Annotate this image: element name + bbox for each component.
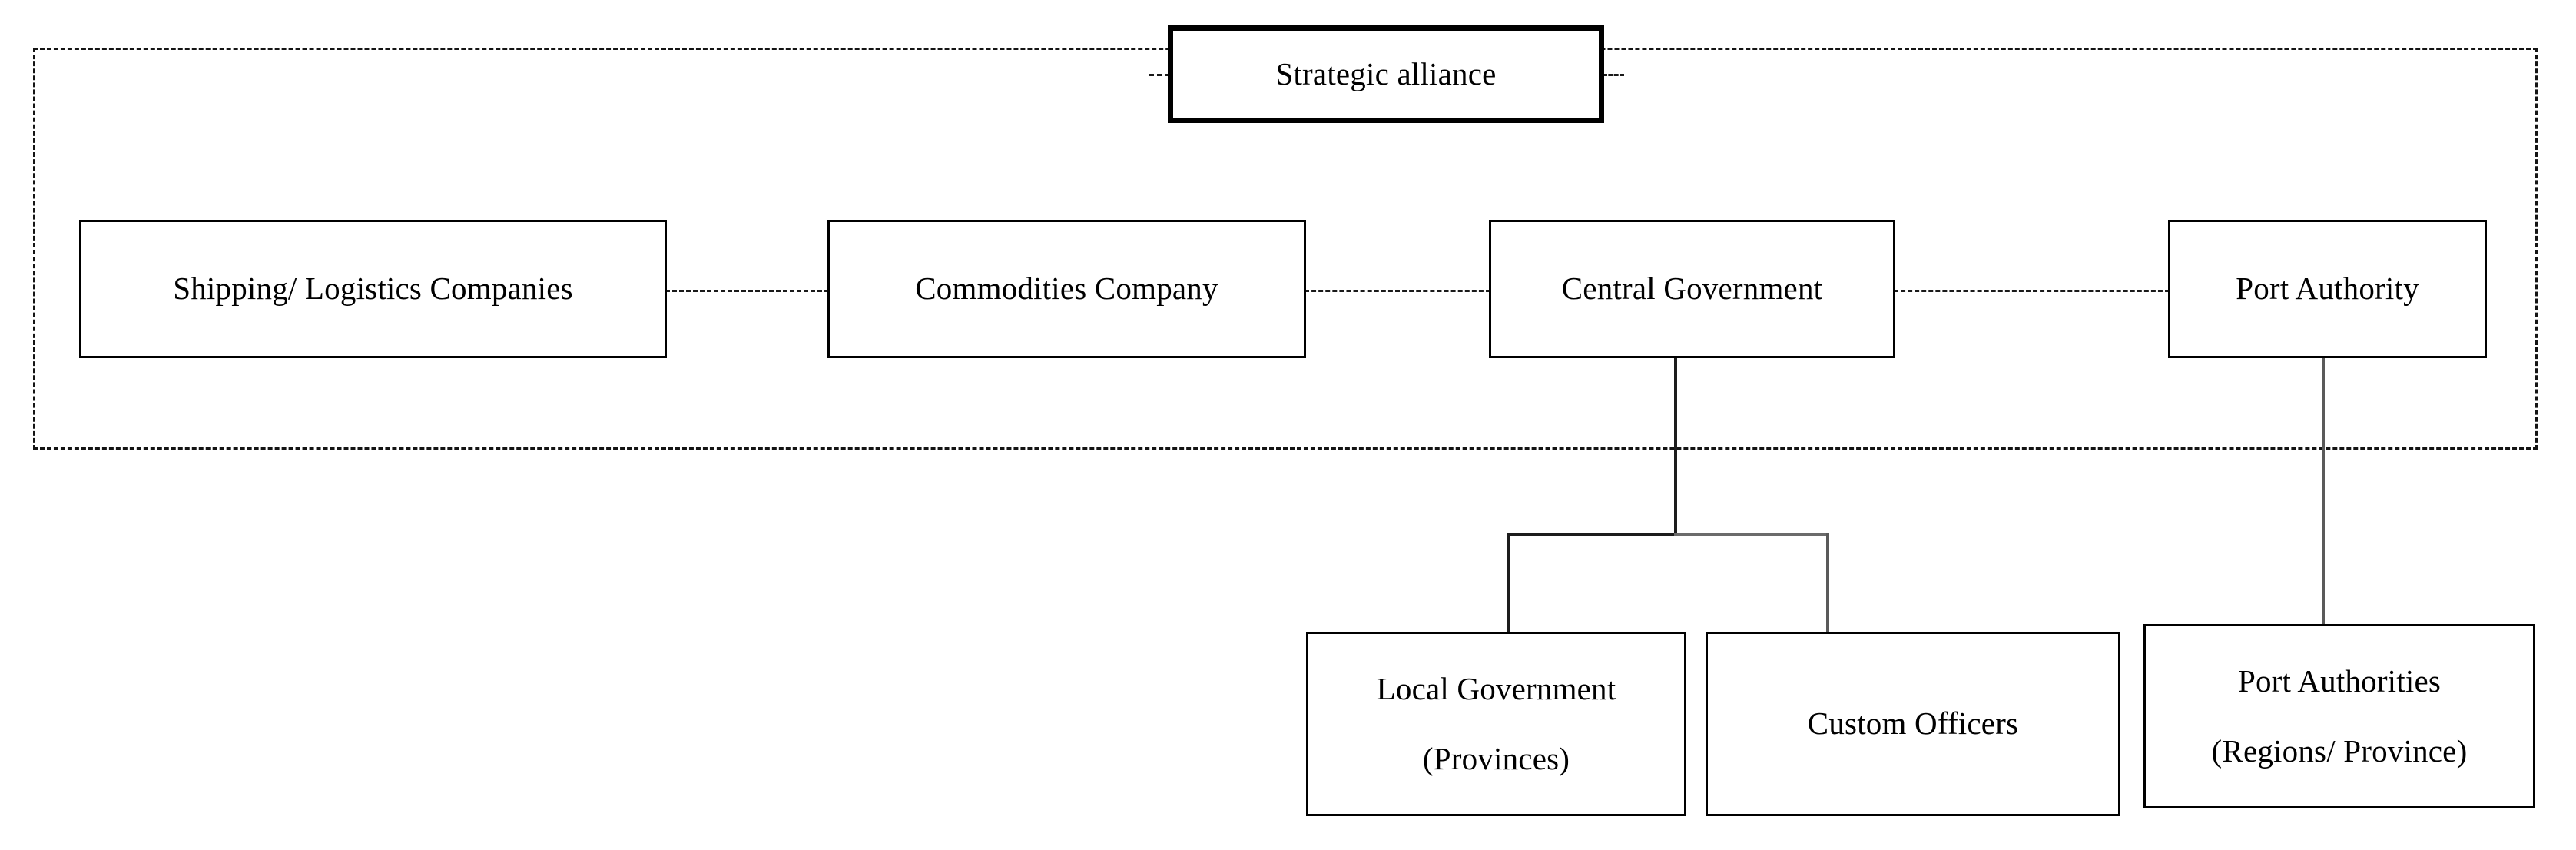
node-commodities-company[interactable]: Commodities Company bbox=[827, 220, 1306, 358]
node-port-authorities-regional-sublabel: (Regions/ Province) bbox=[2211, 733, 2468, 769]
node-local-government-sublabel: (Provinces) bbox=[1422, 741, 1570, 776]
node-local-government-label: Local Government bbox=[1376, 670, 1616, 706]
connector-boundary-to-strategic-alliance-left bbox=[1149, 74, 1169, 76]
connector-shipping-to-commodities bbox=[665, 290, 829, 292]
node-shipping-logistics-companies[interactable]: Shipping/ Logistics Companies bbox=[79, 220, 667, 358]
node-port-authority[interactable]: Port Authority bbox=[2168, 220, 2487, 358]
connector-branch-bar-right bbox=[1674, 533, 1828, 536]
connector-branch-to-custom-officers bbox=[1826, 533, 1829, 633]
node-local-government[interactable]: Local Government (Provinces) bbox=[1306, 632, 1686, 816]
node-commodities-company-label: Commodities Company bbox=[915, 271, 1218, 307]
node-strategic-alliance[interactable]: Strategic alliance bbox=[1168, 25, 1604, 123]
connector-commodities-to-central-government bbox=[1305, 290, 1490, 292]
node-central-government-label: Central Government bbox=[1561, 271, 1823, 307]
connector-branch-bar-left bbox=[1507, 533, 1677, 536]
connector-port-authority-to-regional bbox=[2322, 357, 2325, 633]
node-port-authority-label: Port Authority bbox=[2236, 271, 2419, 307]
node-shipping-logistics-companies-label: Shipping/ Logistics Companies bbox=[173, 271, 573, 307]
node-port-authorities-regional-label: Port Authorities bbox=[2237, 662, 2441, 699]
node-port-authorities-regional[interactable]: Port Authorities (Regions/ Province) bbox=[2143, 624, 2535, 808]
node-custom-officers[interactable]: Custom Officers bbox=[1706, 632, 2120, 816]
node-custom-officers-label: Custom Officers bbox=[1807, 706, 2019, 742]
connector-central-government-stem bbox=[1674, 357, 1677, 534]
node-strategic-alliance-label: Strategic alliance bbox=[1275, 55, 1497, 91]
connector-central-government-to-port-authority bbox=[1894, 290, 2170, 292]
connector-strategic-alliance-to-boundary-right bbox=[1603, 74, 1624, 76]
connector-branch-to-local-government bbox=[1507, 533, 1510, 633]
node-central-government[interactable]: Central Government bbox=[1489, 220, 1895, 358]
